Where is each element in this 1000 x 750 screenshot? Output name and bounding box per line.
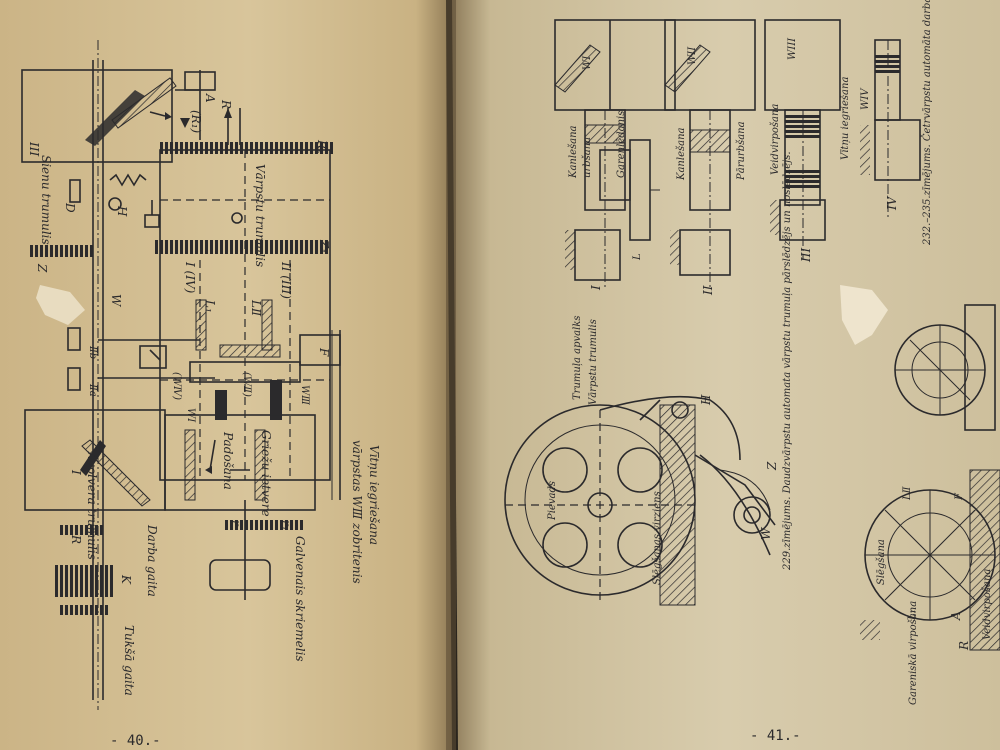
fig1-kanlesana: Kanlešana: [568, 125, 579, 179]
left-diagram: [21, 40, 341, 710]
mech-slegsanas-virziens: Slēgšanas virziens: [652, 491, 663, 585]
bottom-veidvirpsana: Veidvirpošana: [982, 569, 993, 640]
fig-bottom-right: [860, 304, 1000, 651]
label-roman-III: III: [27, 141, 41, 156]
mech-W: W: [759, 526, 773, 540]
label-Z: Z: [35, 263, 49, 273]
fig4-W: WIV: [860, 87, 871, 110]
gear-R2: [158, 142, 333, 154]
fig2-W: WII: [687, 46, 698, 65]
mech-H: H: [699, 394, 713, 406]
gear-r1: [225, 520, 305, 530]
label-r: r: [229, 520, 243, 527]
mech-trumula-apvalks: Trumuļa apvalks: [572, 315, 583, 400]
label-R1: (R₁): [189, 110, 203, 134]
label-r1: r₁: [279, 520, 293, 531]
label-WIII: WⅢ: [299, 385, 310, 405]
label-IIa: Ⅱa: [87, 383, 98, 397]
page-number-41: - 41.-: [750, 728, 801, 744]
bottom-L1: L₁: [907, 609, 918, 621]
label-D: D: [63, 202, 77, 213]
label-WII: (WⅡ): [241, 372, 252, 397]
label-varpstu-trumulis: Vārpstu trumulis: [253, 164, 267, 267]
label-Z1: Z₁: [317, 239, 331, 253]
caption-229: 229.zīmējums. Daudzvārpstu automata vārp…: [782, 151, 793, 571]
label-L1: L₁: [203, 299, 217, 313]
mech-pievads: Pievads: [547, 481, 558, 521]
fig1-urbsana: urbšana: [582, 137, 593, 178]
left-page: [0, 0, 452, 750]
label-tuksa-gaita: Tukšā gaita: [122, 625, 136, 696]
gear-Z: [30, 245, 95, 257]
label-IIb: Ⅱb: [87, 345, 98, 359]
fig3-roman: III: [799, 248, 813, 263]
label-H: H: [115, 205, 129, 217]
label-II-III: II (III): [279, 261, 293, 299]
bottom-gareniska-virpusana: Gareniskā virpošana: [908, 601, 919, 705]
torn-spot-right: [840, 285, 888, 345]
fig2-roman: II: [701, 285, 715, 296]
fig3-W: WIII: [787, 37, 798, 60]
bottom-R: R: [957, 641, 971, 651]
bottom-slegsana: Slēgšana: [876, 539, 887, 585]
label-galvenais-skriemelis: Galvenais skriemelis: [293, 536, 307, 662]
label-A: A: [203, 93, 217, 103]
label-WI: WI: [185, 408, 196, 423]
mech-Z: Z: [765, 461, 779, 471]
frame-III: [21, 69, 173, 163]
label-R: R: [219, 99, 233, 109]
gear-Z1: [155, 240, 330, 254]
caption-232: 232.–235.zīmējums. Četrvārpstu automāta …: [921, 0, 933, 246]
label-R-bottom: R: [69, 534, 83, 544]
fig1-W: WI: [582, 55, 593, 70]
fig-229-mechanism: [504, 395, 776, 606]
label-WIV: (WⅣ): [171, 372, 182, 400]
label-W: W: [109, 294, 123, 308]
bottom-A: A: [949, 611, 963, 621]
main-pulley: [209, 559, 271, 591]
torn-spot-left: [36, 285, 85, 325]
spine-shadow: [446, 0, 456, 750]
caption-line1: Vītņu iegriešana: [367, 445, 381, 545]
fig2-kanlesana: Kanlešana: [676, 127, 687, 181]
fig2-parurbsana: Pārurbšana: [736, 121, 747, 181]
label-I-IV: I (IV): [183, 261, 197, 294]
label-LII: LⅡ: [249, 299, 263, 317]
caption-line2: vārpstas WⅢ zobritenis: [350, 440, 364, 584]
right-top-figures: [554, 19, 921, 290]
label-griezu-ietvere: Griežu ietvere: [259, 430, 273, 517]
fig4-vitnu-iegriesana: Vītņu iegriešana: [840, 77, 851, 160]
fig4-roman: IV: [885, 195, 899, 211]
label-F: F: [317, 347, 331, 357]
fig1-garenledanis: Garenlēdanis: [616, 111, 627, 178]
label-K: K: [119, 574, 133, 585]
label-padosana: Padošana: [221, 431, 235, 490]
left-labels: III Sienu trumulis D Z W Ⅱb Ⅱa Avolvera …: [27, 93, 381, 749]
label-avolvera-trumulis: Avolvera trumulis: [85, 451, 99, 560]
right-labels: Kanlešana urbšana Garenlēdanis WI L I Ka…: [547, 0, 993, 744]
bottom-F: F: [954, 492, 965, 501]
label-darba-gaita: Darba gaita: [145, 524, 159, 597]
fig1-roman: I: [589, 285, 603, 291]
bottom-LII: LⅡ: [902, 486, 913, 501]
fig1-L: L: [632, 253, 643, 261]
coupling-K: [55, 565, 115, 597]
frame-housing: [659, 404, 696, 606]
label-sienu-trumulis: Sienu trumulis: [39, 155, 53, 245]
frame-I: [24, 409, 166, 511]
mech-varpstu-trumulis: Vārpstu trumulis: [588, 319, 599, 405]
label-R2: R₂: [315, 139, 329, 154]
page-number-40: - 40.-: [110, 733, 161, 749]
fig3-veidvirpsana: Veidvirpošana: [770, 104, 781, 175]
label-roman-I: I: [69, 469, 83, 475]
right-page: [452, 0, 1000, 750]
